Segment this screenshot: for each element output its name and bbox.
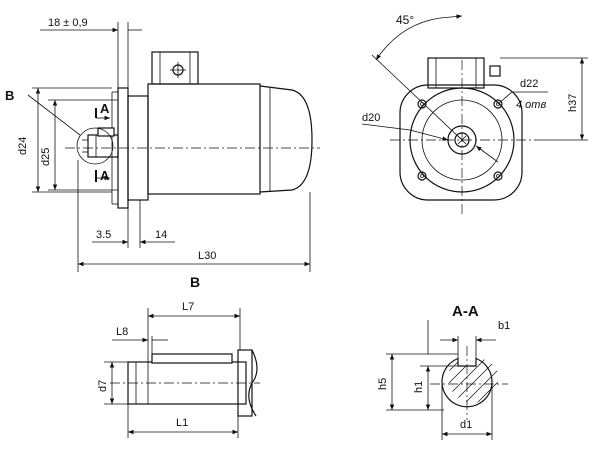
- dim-d24: d24: [17, 137, 29, 155]
- side-view: B A A d24 d25 18 ± 0,9 3.5 14 L30: [5, 17, 320, 272]
- dim-b1: b1: [498, 320, 510, 332]
- label-view-b: B: [5, 88, 14, 103]
- section-a-a: A-A b1 h5: [377, 303, 510, 440]
- dim-d20: d20: [362, 112, 380, 124]
- shaft-detail-view: L7 L8 d7 L1: [97, 301, 260, 438]
- dim-d25: d25: [40, 148, 52, 166]
- dim-18: 18 ± 0,9: [48, 17, 88, 29]
- front-view: 45° d22 4 отв h37 d20: [361, 13, 588, 215]
- title-section-a-a: A-A: [452, 303, 479, 320]
- label-section-a-bottom: A: [100, 168, 110, 183]
- dim-3-5: 3.5: [96, 229, 111, 241]
- title-view-b: B: [190, 274, 200, 290]
- label-section-a-top: A: [100, 101, 110, 116]
- dim-d22-holes-note: 4 отв: [516, 99, 546, 111]
- dim-h5: h5: [377, 378, 389, 390]
- dim-d7: d7: [97, 380, 109, 392]
- dim-L7: L7: [182, 301, 194, 313]
- dim-d22: d22: [520, 78, 538, 90]
- dim-14: 14: [155, 229, 167, 241]
- dim-h1: h1: [413, 381, 425, 393]
- dim-h37: h37: [567, 94, 579, 112]
- dim-L8: L8: [116, 326, 128, 338]
- dim-L1: L1: [176, 417, 188, 429]
- dim-45-degrees: 45°: [396, 13, 414, 27]
- dim-L30: L30: [198, 250, 216, 262]
- dim-d1: d1: [460, 419, 472, 431]
